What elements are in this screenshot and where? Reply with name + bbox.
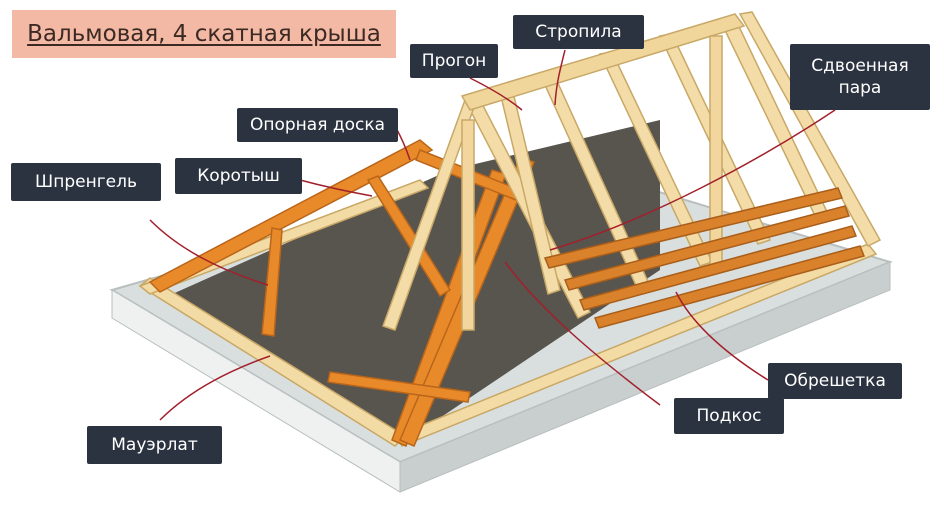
label-korotysh: Коротыш bbox=[175, 158, 302, 194]
label-mauerlat: Мауэрлат bbox=[87, 426, 222, 464]
leader-sdvoennaya-para bbox=[549, 109, 836, 251]
label-sdvoennaya-para: Сдвоенная пара bbox=[790, 44, 930, 110]
leader-lines bbox=[149, 49, 836, 421]
diagram-title: Вальмовая, 4 скатная крыша bbox=[12, 10, 396, 58]
label-obreshetka: Обрешетка bbox=[768, 363, 902, 399]
label-progon: Прогон bbox=[410, 44, 498, 78]
leader-progon bbox=[469, 77, 523, 111]
ridge-purlin bbox=[460, 13, 746, 111]
battens bbox=[543, 187, 866, 329]
diagram-title-text: Вальмовая, 4 скатная крыша bbox=[27, 21, 381, 47]
leader-podkos bbox=[504, 261, 661, 406]
label-shprengel: Шпренгель bbox=[11, 163, 161, 201]
label-podkos: Подкос bbox=[674, 398, 784, 434]
leader-korotysh bbox=[299, 179, 373, 197]
leader-obreshetka bbox=[675, 291, 769, 381]
label-stropila: Стропила bbox=[513, 15, 644, 49]
leader-mauerlat bbox=[159, 355, 271, 421]
leader-stropila bbox=[554, 49, 566, 106]
posts bbox=[461, 35, 723, 331]
leader-shprengel bbox=[149, 219, 269, 286]
label-opornaya-doska: Опорная доска bbox=[237, 108, 398, 142]
